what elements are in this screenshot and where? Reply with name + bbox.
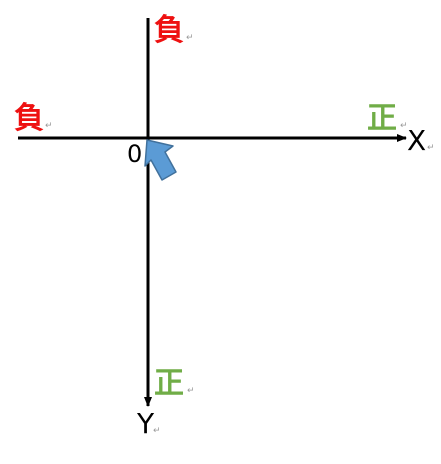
x-positive-label: 正 [367, 101, 397, 136]
paragraph-mark: ↵ [427, 143, 435, 153]
paragraph-mark: ↵ [187, 386, 195, 396]
paragraph-mark: ↵ [186, 33, 194, 43]
paragraph-mark: ↵ [153, 426, 161, 436]
paragraph-mark: ↵ [45, 121, 53, 131]
origin-label: 0 [127, 140, 142, 168]
paragraph-mark: ↵ [400, 121, 408, 131]
x-negative-label: 負 [14, 101, 44, 136]
y-positive-label: 正 [154, 366, 184, 401]
y-negative-label: 負 [154, 13, 184, 48]
y-axis-label: Y [136, 407, 155, 440]
x-axis-label: X [407, 124, 426, 157]
mouse-pointer-arrow-icon [144, 139, 177, 181]
